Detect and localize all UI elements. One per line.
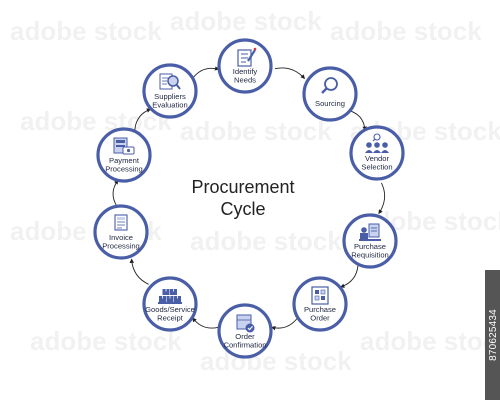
node-label: Invoice: [109, 233, 133, 242]
node-label: Identify: [233, 67, 258, 76]
node-label: Processing: [105, 165, 143, 174]
node-label: Suppliers: [154, 92, 186, 101]
node-ring: [93, 204, 149, 260]
node-label: Vendor: [365, 154, 390, 163]
magnifier-icon: [321, 77, 338, 94]
node-label: Processing: [102, 242, 140, 251]
cycle-arrows: [112, 66, 386, 331]
cycle-nodes: IdentifyNeedsSourcingVendorSelectionPurc…: [93, 38, 405, 359]
watermark-tile: adobe stock: [20, 106, 172, 136]
stock-id-strip: 870625434: [485, 270, 500, 400]
watermark-tile: adobe stock: [200, 346, 352, 376]
watermark-tile: adobe stock: [10, 16, 162, 46]
cycle-arrow: [112, 179, 119, 207]
stock-id-bar: [485, 270, 500, 400]
people-search-icon: [365, 133, 389, 153]
node-label: Purchase: [354, 242, 386, 251]
node-label: Order: [310, 314, 330, 323]
watermark-tile: adobe stock: [330, 16, 482, 46]
cycle-node-sourcing: Sourcing: [302, 66, 358, 122]
evaluation-magnifier-icon: [159, 73, 181, 90]
node-ring: [217, 303, 273, 359]
watermark-tile: adobe stock: [180, 116, 332, 146]
node-label: Payment: [109, 156, 140, 165]
node-label: Requisition: [351, 251, 389, 260]
cycle-arrow: [271, 317, 298, 331]
node-label: Confirmation: [223, 341, 266, 350]
watermark-tile: adobe stock: [190, 226, 342, 256]
invoice-icon: [114, 214, 128, 231]
cycle-arrow: [192, 317, 219, 329]
requisition-desk-icon: [359, 223, 381, 241]
stock-id-text: 870625434: [488, 309, 499, 361]
cycle-arrow: [339, 265, 359, 288]
cycle-arrow: [192, 66, 220, 78]
node-label: Receipt: [157, 314, 184, 323]
watermark-tile: adobe stock: [170, 6, 322, 36]
cycle-arrow: [129, 258, 149, 285]
order-boxes-icon: [311, 286, 329, 305]
diagram-title-line-2: Cycle: [220, 199, 265, 219]
node-label: Purchase: [304, 305, 336, 314]
node-label: Needs: [234, 76, 256, 85]
box-check-icon: [236, 314, 255, 333]
cycle-arrow: [349, 110, 367, 132]
node-label: Evaluation: [152, 101, 187, 110]
node-label: Goods/Service: [145, 305, 195, 314]
cycle-arrow: [274, 67, 306, 80]
node-label: Sourcing: [315, 99, 345, 108]
node-ring: [96, 127, 152, 183]
node-ring: [302, 66, 358, 122]
cycle-arrow: [134, 108, 152, 131]
node-ring: [142, 63, 198, 119]
watermark-tile: adobe stock: [30, 326, 182, 356]
diagram-title-line-1: Procurement: [191, 177, 294, 197]
node-label: Order: [235, 332, 255, 341]
payment-card-icon: [113, 137, 135, 155]
node-label: Selection: [361, 163, 392, 172]
document-pen-icon: [237, 47, 257, 67]
cycle-arrow: [378, 182, 386, 215]
watermark-tile: adobe stock: [360, 326, 500, 356]
stacked-boxes-icon: [158, 289, 182, 304]
